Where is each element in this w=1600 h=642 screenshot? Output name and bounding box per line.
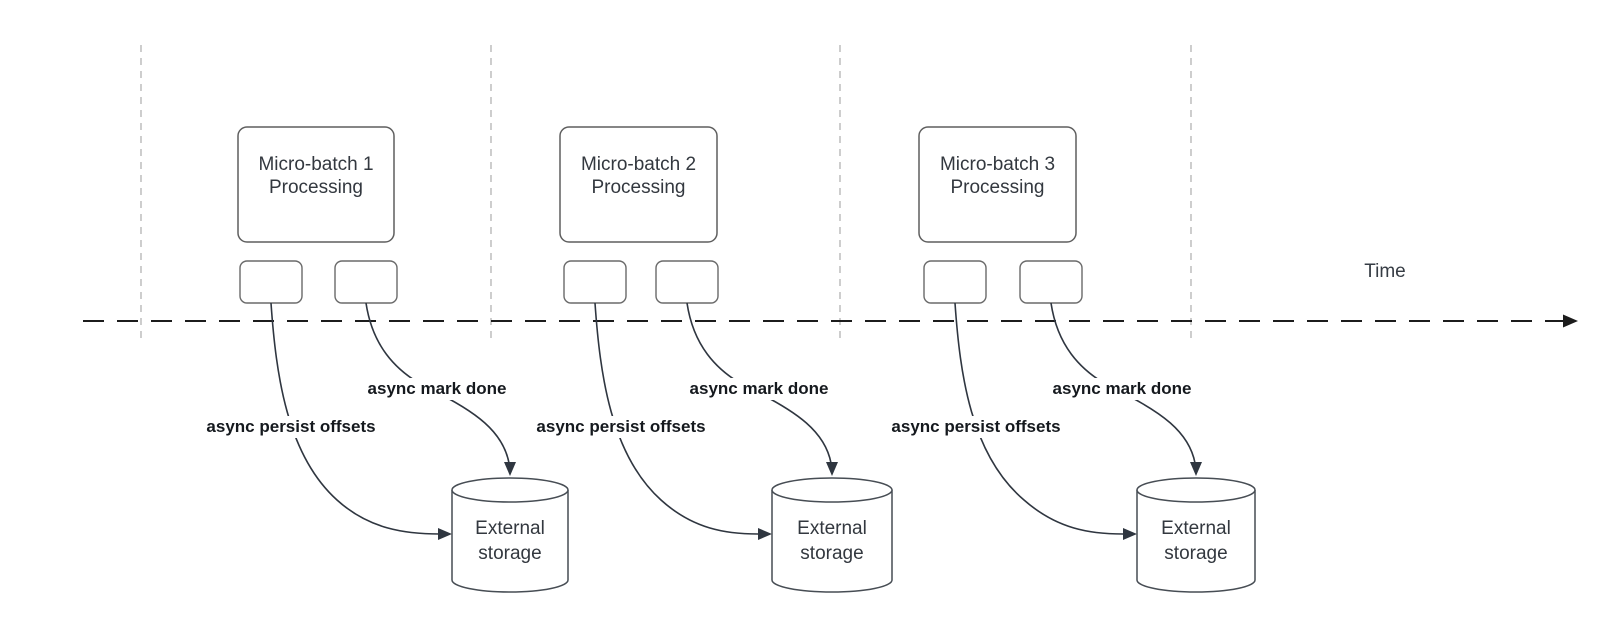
external-storage-cylinder-3: [1136, 490, 1256, 593]
micro-batch-2-label: Micro-batch 2 Processing: [580, 153, 697, 198]
mark-done-label-2: async mark done: [685, 378, 833, 400]
micro-batch-3-box: [918, 126, 1077, 243]
persist-offsets-arrowhead-icon-2: [758, 528, 772, 540]
persist-offsets-label-1: async persist offsets: [202, 416, 380, 438]
micro-batch-1-label: Micro-batch 1 Processing: [258, 153, 374, 198]
external-storage-cylinder-2: [771, 490, 893, 593]
mark-done-arrowhead-icon-3: [1190, 462, 1202, 476]
persist-offsets-label-3: async persist offsets: [887, 416, 1065, 438]
mark-done-task-box-1: [334, 260, 398, 304]
persist-offsets-arrow-1: [270, 302, 441, 535]
persist-offsets-arrow-2: [594, 302, 759, 535]
persist-offsets-task-box-3: [923, 260, 987, 304]
persist-offsets-label-2: async persist offsets: [532, 416, 710, 438]
external-storage-cylinder-top-3: [1136, 477, 1256, 503]
external-storage-cylinder-top-2: [771, 477, 893, 503]
time-axis-label: Time: [1364, 261, 1406, 282]
micro-batch-1-box: [237, 126, 395, 243]
mark-done-label-3: async mark done: [1048, 378, 1196, 400]
time-axis-arrowhead-icon: [1563, 314, 1578, 328]
external-storage-label-2: External storage: [797, 518, 867, 564]
persist-offsets-task-box-1: [239, 260, 303, 304]
external-storage-label-3: External storage: [1161, 518, 1231, 564]
persist-offsets-arrowhead-icon-1: [438, 528, 452, 540]
persist-offsets-arrowhead-icon-3: [1123, 528, 1137, 540]
mark-done-arrowhead-icon-2: [826, 462, 838, 476]
micro-batch-3-label: Micro-batch 3 Processing: [939, 153, 1056, 198]
external-storage-cylinder-top-1: [451, 477, 569, 503]
micro-batch-2-box: [559, 126, 718, 243]
external-storage-cylinder-1: [451, 490, 569, 593]
external-storage-label-1: External storage: [475, 518, 545, 564]
persist-offsets-task-box-2: [563, 260, 627, 304]
mark-done-label-1: async mark done: [363, 378, 511, 400]
mark-done-task-box-3: [1019, 260, 1083, 304]
mark-done-task-box-2: [655, 260, 719, 304]
persist-offsets-arrow-3: [954, 302, 1124, 535]
mark-done-arrowhead-icon-1: [504, 462, 516, 476]
